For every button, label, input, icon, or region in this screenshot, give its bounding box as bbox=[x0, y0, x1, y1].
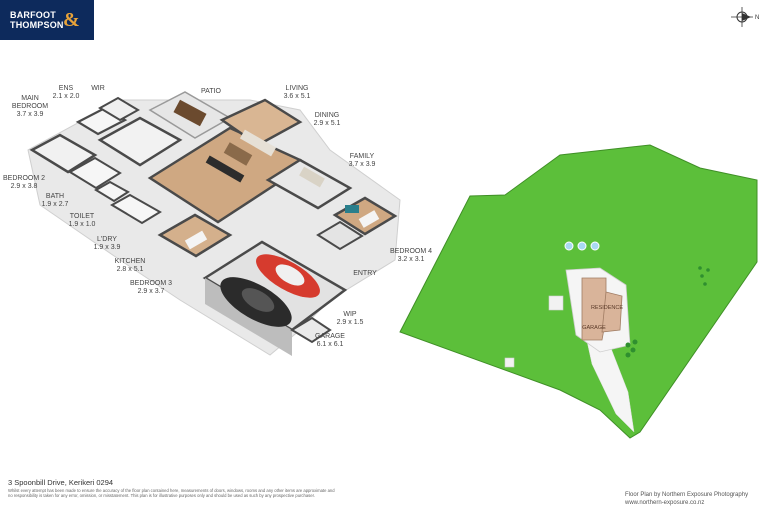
room-laundry bbox=[110, 193, 162, 225]
black-car-icon bbox=[220, 277, 292, 327]
disclaimer-text: Whilst every attempt has been made to en… bbox=[8, 488, 335, 499]
credit-url: www.northern-exposure.co.nz bbox=[625, 499, 705, 506]
brand-ampersand: & bbox=[63, 9, 80, 31]
shrub-icon bbox=[625, 266, 710, 358]
photographer-credit: Floor Plan by Northern Exposure Photogra… bbox=[625, 492, 748, 507]
red-car-icon bbox=[256, 254, 320, 298]
room-family bbox=[265, 158, 353, 210]
room-wip bbox=[290, 316, 332, 344]
brand-logo: BARFOOT THOMPSON & bbox=[0, 0, 94, 40]
floor-plan bbox=[27, 91, 401, 356]
compass-icon: N bbox=[731, 6, 759, 28]
property-address: 3 Spoonbill Drive, Kerikeri 0294 bbox=[8, 478, 114, 487]
room-bath bbox=[68, 156, 122, 190]
tree-icon bbox=[564, 241, 600, 251]
room-bedroom-2 bbox=[29, 133, 98, 174]
brand-line-2: THOMPSON bbox=[10, 20, 64, 30]
site-residence-label: RESIDENCE bbox=[590, 305, 624, 311]
site-garage-label: GARAGE bbox=[582, 325, 606, 331]
site-plan bbox=[399, 144, 758, 439]
room-entry bbox=[316, 220, 364, 251]
compass-north-label: N bbox=[755, 15, 760, 21]
room-label: ENTRY bbox=[353, 270, 377, 277]
room-label: PATIO bbox=[201, 88, 221, 95]
room-wir bbox=[98, 96, 140, 122]
room-toilet bbox=[94, 180, 130, 203]
brand-line-1: BARFOOT bbox=[10, 10, 56, 20]
credit-line: Floor Plan by Northern Exposure Photogra… bbox=[625, 492, 749, 498]
room-main-bedroom bbox=[97, 116, 183, 167]
room-label: WIR bbox=[91, 85, 105, 92]
